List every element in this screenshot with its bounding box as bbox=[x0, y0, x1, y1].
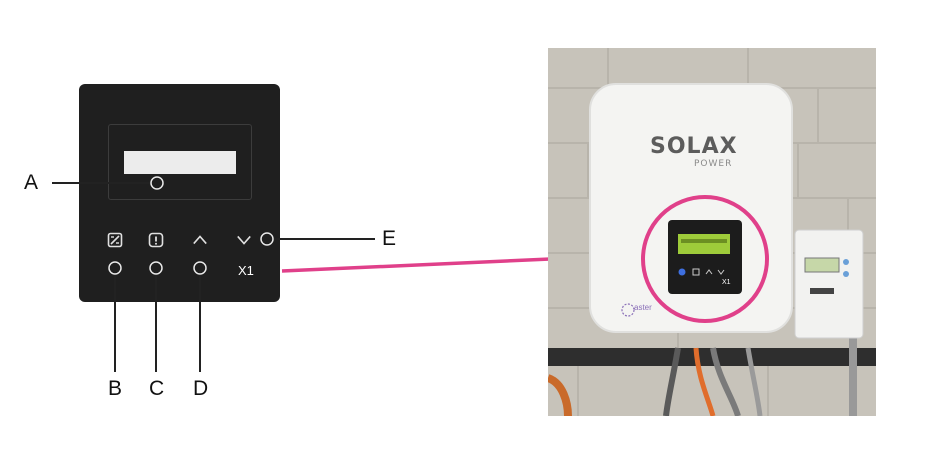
callout-dot-d bbox=[193, 261, 207, 275]
callout-dot-c bbox=[149, 261, 163, 275]
brand-name: SOLAX bbox=[650, 134, 738, 159]
callout-dot-e bbox=[260, 232, 274, 246]
brand-sub: POWER bbox=[694, 159, 733, 169]
callout-label-a: A bbox=[24, 171, 39, 194]
callout-label-b: B bbox=[108, 377, 123, 400]
panel-model-label: X1 bbox=[238, 263, 254, 278]
fault-icon bbox=[148, 232, 164, 248]
callout-dot-a bbox=[150, 176, 164, 190]
up-arrow-icon bbox=[193, 235, 207, 245]
callout-label-e: E bbox=[382, 227, 397, 250]
callout-dot-b bbox=[108, 261, 122, 275]
lcd-display bbox=[124, 151, 236, 174]
photo-panel-model-label: X1 bbox=[722, 279, 731, 286]
aster-logo-text: aster bbox=[634, 303, 652, 312]
setting-icon bbox=[107, 232, 123, 248]
display-frame bbox=[108, 124, 252, 200]
inverter-photo: SOLAX POWER X1 aster bbox=[548, 48, 876, 416]
down-arrow-icon bbox=[237, 235, 251, 245]
callout-label-c: C bbox=[149, 377, 165, 400]
callout-label-d: D bbox=[193, 377, 209, 400]
